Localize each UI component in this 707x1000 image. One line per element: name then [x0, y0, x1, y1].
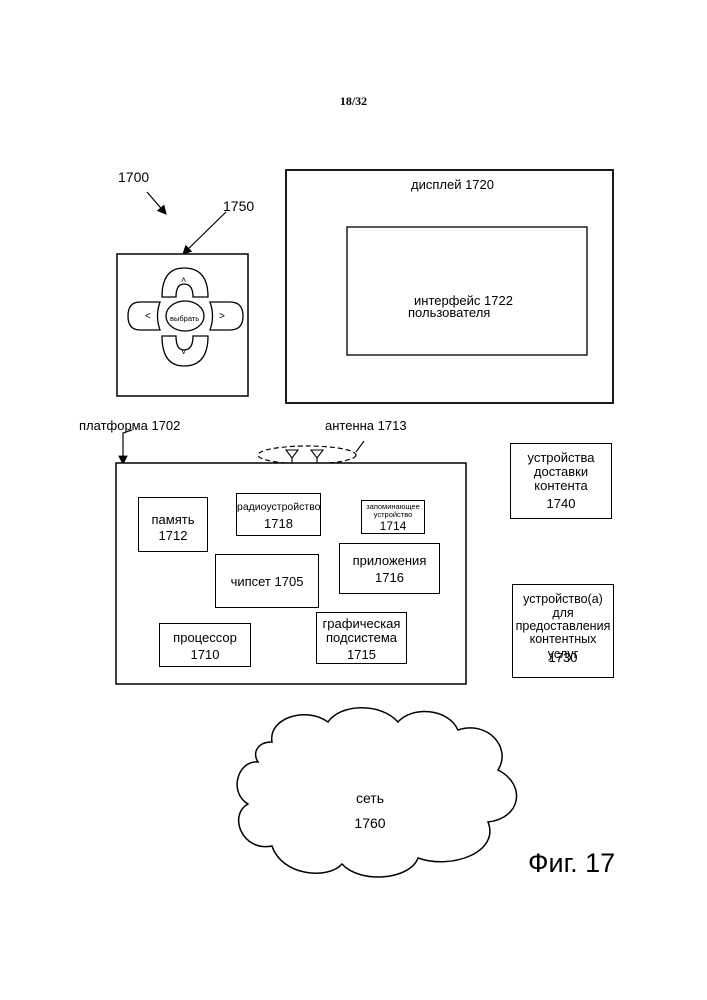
ui-label-line2: пользователя: [408, 305, 490, 320]
content-services-box: устройство(а) для предоставления контент…: [512, 584, 614, 678]
user-interface-box: [347, 227, 587, 355]
chipset-box: чипсет 1705: [215, 554, 319, 608]
antenna-dashed-outline: [258, 446, 356, 464]
display-label: дисплей 1720: [411, 177, 494, 192]
down-arrow-glyph: ˅: [181, 345, 186, 360]
antenna-symbol-1: [286, 450, 298, 464]
leader-1750: [183, 212, 226, 254]
graphics-box: графическая подсистема 1715: [316, 612, 407, 664]
antenna-label: антенна 1713: [325, 418, 407, 433]
content-delivery-box: устройства доставки контента 1740: [510, 443, 612, 519]
select-key-label: выбрать: [170, 311, 199, 326]
ref-1700-label: 1700: [118, 170, 149, 185]
right-arrow-glyph: >: [219, 309, 225, 324]
processor-box: процессор 1710: [159, 623, 251, 667]
antenna-leader: [356, 441, 364, 452]
radio-box: радиоустройство 1718: [236, 493, 321, 536]
applications-box: приложения 1716: [339, 543, 440, 594]
left-arrow-glyph: <: [145, 309, 151, 324]
arrow-1700: [147, 192, 166, 214]
figure-caption: Фиг. 17: [528, 848, 615, 879]
memory-box: память 1712: [138, 497, 208, 552]
ref-1750-label: 1750: [223, 199, 254, 214]
network-label: сеть: [330, 791, 410, 806]
network-ref: 1760: [330, 816, 410, 831]
up-arrow-glyph: ˄: [181, 273, 186, 288]
leader-platform: [123, 430, 132, 464]
platform-label: платформа 1702: [79, 418, 180, 433]
dpad-right-key: [210, 302, 243, 330]
dpad-left-key: [128, 302, 160, 330]
antenna-symbol-2: [311, 450, 323, 464]
sheet-number: 18/32: [0, 94, 707, 109]
storage-box: запоминающее устройство 1714: [361, 500, 425, 534]
